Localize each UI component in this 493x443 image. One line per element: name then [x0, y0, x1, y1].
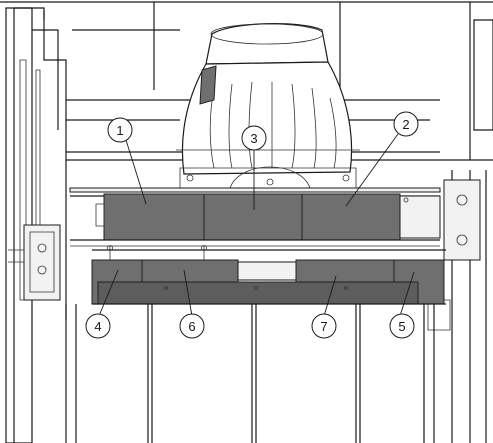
front-baffle-rail: [97, 281, 419, 305]
callout-leaders: [98, 133, 415, 317]
callout-label-3: 3: [250, 131, 257, 146]
callout-4: 4: [85, 313, 111, 339]
upper-baffle-assembly: [69, 187, 441, 247]
callout-label-7: 7: [320, 319, 327, 334]
upper-baffle-plate-2: [301, 193, 401, 241]
lower-baffle-assembly: [91, 245, 446, 305]
callout-1: 1: [107, 117, 133, 143]
callout-3: 3: [241, 125, 267, 151]
callout-label-1: 1: [116, 123, 123, 138]
callout-2: 2: [393, 111, 419, 137]
callout-7: 7: [311, 313, 337, 339]
callout-label-5: 5: [398, 319, 405, 334]
callout-6: 6: [179, 313, 205, 339]
firebox-lower-channels: [65, 304, 435, 443]
upper-baffle-plate-3: [203, 193, 303, 241]
callout-label-6: 6: [188, 319, 195, 334]
upper-baffle-plate-1: [103, 193, 205, 241]
flue-collar: [176, 23, 360, 189]
callout-5: 5: [389, 313, 415, 339]
callout-label-2: 2: [402, 117, 409, 132]
callout-label-4: 4: [94, 319, 101, 334]
